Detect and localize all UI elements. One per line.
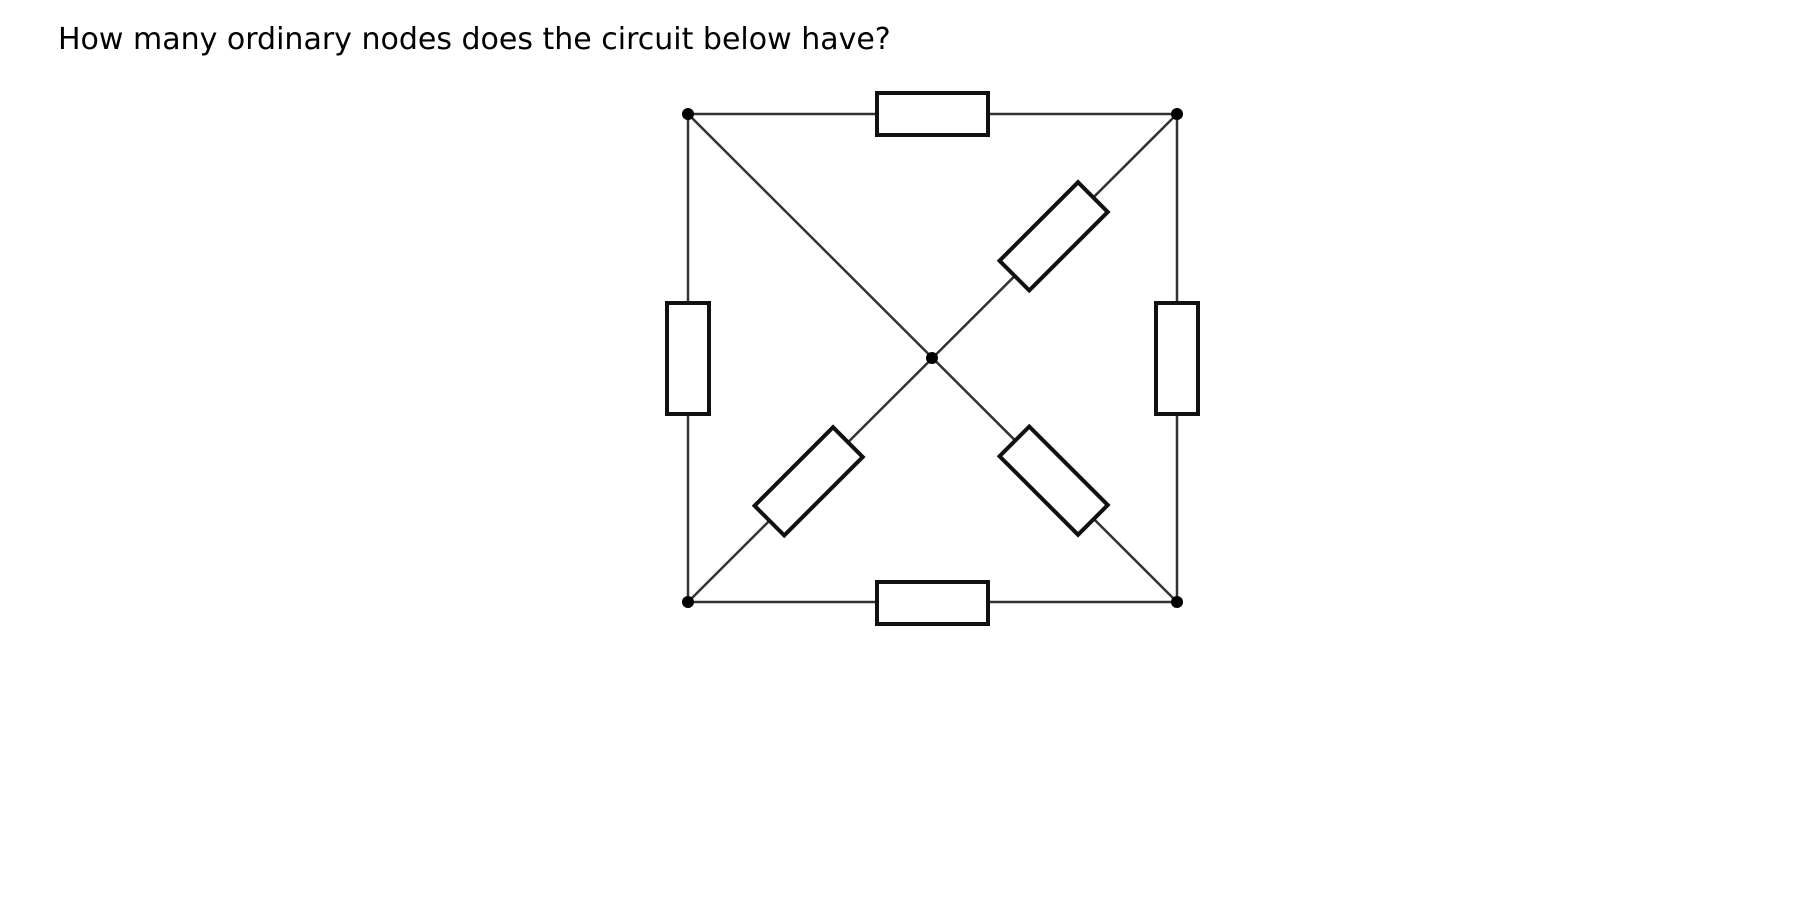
- resistor-bottom: [875, 580, 990, 626]
- resistor-top: [875, 91, 990, 137]
- resistors: [665, 91, 1200, 626]
- resistor-right: [1154, 301, 1200, 416]
- resistor-diagonal-top-right: [996, 179, 1111, 294]
- node-bottom-right: [1171, 596, 1183, 608]
- node-center: [926, 352, 938, 364]
- question-text: How many ordinary nodes does the circuit…: [58, 22, 891, 57]
- node-top-right: [1171, 108, 1183, 120]
- resistor-left: [665, 301, 711, 416]
- node-top-left: [682, 108, 694, 120]
- resistor-diagonal-bottom-left: [751, 424, 866, 539]
- nodes: [682, 108, 1183, 608]
- node-bottom-left: [682, 596, 694, 608]
- resistor-diagonal-bottom-right: [996, 423, 1111, 538]
